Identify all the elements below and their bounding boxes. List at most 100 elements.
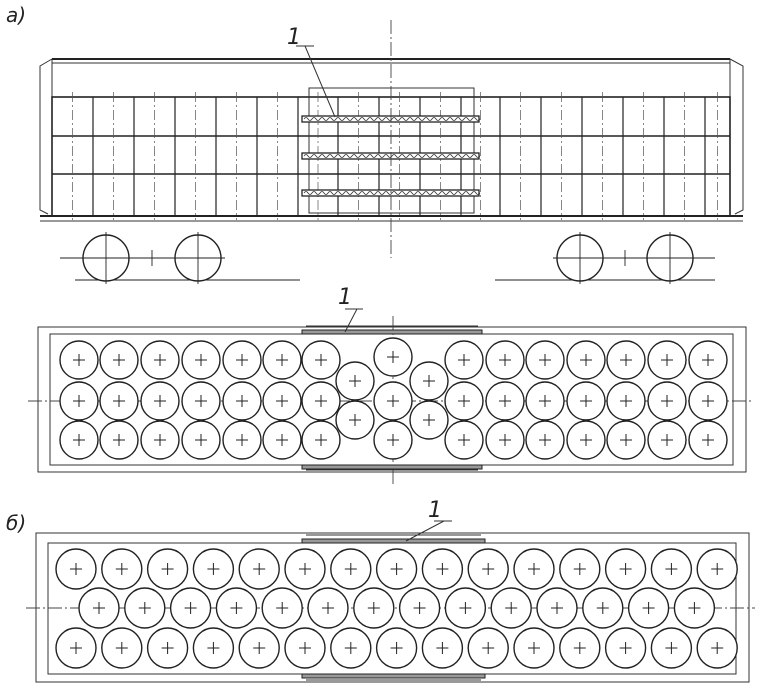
roll bbox=[375, 548, 418, 590]
roll bbox=[222, 381, 262, 421]
roll bbox=[525, 381, 565, 421]
roll bbox=[301, 420, 341, 460]
rolls-plan-b bbox=[55, 548, 738, 669]
roll bbox=[59, 381, 99, 421]
roll bbox=[124, 587, 166, 629]
roll bbox=[192, 627, 235, 669]
roll bbox=[444, 420, 484, 460]
roll bbox=[101, 627, 143, 669]
roll bbox=[99, 381, 139, 421]
view-a-side-elevation: а) 1 bbox=[6, 3, 744, 284]
view-b-label: б) bbox=[6, 511, 26, 535]
roll bbox=[566, 381, 606, 421]
roll bbox=[284, 548, 326, 590]
rolls-plan-a bbox=[59, 337, 728, 460]
roll bbox=[688, 381, 728, 421]
roll bbox=[59, 340, 99, 380]
roll bbox=[375, 627, 418, 669]
roll bbox=[140, 420, 180, 460]
roll bbox=[215, 587, 258, 629]
roll bbox=[559, 548, 601, 590]
roll bbox=[181, 381, 221, 421]
view-a-label: а) bbox=[6, 3, 26, 27]
callout-label-plan-b: 1 bbox=[428, 498, 442, 523]
roll bbox=[301, 381, 341, 421]
roll bbox=[606, 381, 646, 421]
roll bbox=[467, 548, 509, 590]
roll bbox=[647, 381, 687, 421]
roll bbox=[101, 548, 143, 590]
roll bbox=[55, 627, 97, 669]
roll bbox=[444, 587, 487, 629]
roll bbox=[650, 627, 693, 669]
roll bbox=[444, 340, 484, 380]
roll bbox=[261, 587, 303, 629]
callout-label-plan-a: 1 bbox=[338, 285, 352, 310]
roll bbox=[181, 420, 221, 460]
callout-label-a: 1 bbox=[287, 25, 301, 50]
callout-1-plan-b: 1 bbox=[405, 498, 452, 542]
roll bbox=[409, 400, 449, 440]
roll bbox=[606, 340, 646, 380]
callout-1-view-a: 1 bbox=[287, 25, 336, 118]
roll bbox=[559, 627, 601, 669]
spacer-pads-side bbox=[301, 115, 481, 197]
roll bbox=[485, 340, 525, 380]
roll bbox=[192, 548, 235, 590]
spacer-pad bbox=[301, 152, 481, 160]
roll bbox=[373, 420, 413, 460]
roll bbox=[99, 340, 139, 380]
roll bbox=[688, 340, 728, 380]
roll bbox=[650, 548, 693, 590]
bogie bbox=[60, 232, 300, 284]
center-frame bbox=[308, 87, 475, 214]
roll bbox=[146, 548, 189, 590]
roll bbox=[627, 587, 670, 629]
roll bbox=[238, 627, 280, 669]
roll bbox=[604, 627, 647, 669]
roll bbox=[353, 587, 395, 629]
roll bbox=[467, 627, 509, 669]
bogies bbox=[60, 232, 715, 284]
roll bbox=[181, 340, 221, 380]
roll bbox=[606, 420, 646, 460]
roll bbox=[78, 587, 120, 629]
roll bbox=[536, 587, 578, 629]
roll bbox=[262, 420, 302, 460]
callout-1-plan-a: 1 bbox=[338, 285, 363, 333]
spacer-pad bbox=[301, 115, 481, 123]
roll bbox=[262, 340, 302, 380]
roll bbox=[696, 548, 738, 590]
wagon-body bbox=[39, 58, 744, 222]
roll bbox=[421, 548, 464, 590]
roll bbox=[525, 340, 565, 380]
roll bbox=[307, 587, 349, 629]
roll bbox=[301, 340, 341, 380]
roll bbox=[146, 627, 189, 669]
roll bbox=[485, 420, 525, 460]
plan-b-spacers bbox=[301, 534, 486, 681]
roll bbox=[566, 340, 606, 380]
roll bbox=[647, 420, 687, 460]
roll bbox=[696, 627, 738, 669]
roll bbox=[222, 420, 262, 460]
roll bbox=[525, 420, 565, 460]
roll bbox=[330, 627, 372, 669]
roll bbox=[513, 627, 555, 669]
view-b-plan: б) 1 bbox=[6, 498, 755, 683]
roll bbox=[55, 548, 97, 590]
roll bbox=[566, 420, 606, 460]
roll bbox=[409, 361, 449, 401]
roll bbox=[262, 381, 302, 421]
roll bbox=[222, 340, 262, 380]
roll bbox=[604, 548, 647, 590]
plan-b-outer-frame bbox=[35, 532, 750, 683]
view-a-plan: 1 bbox=[28, 285, 752, 484]
roll bbox=[373, 337, 413, 377]
spacer-pad bbox=[301, 189, 481, 197]
roll bbox=[99, 420, 139, 460]
roll bbox=[673, 587, 716, 629]
roll bbox=[335, 361, 375, 401]
roll bbox=[485, 381, 525, 421]
